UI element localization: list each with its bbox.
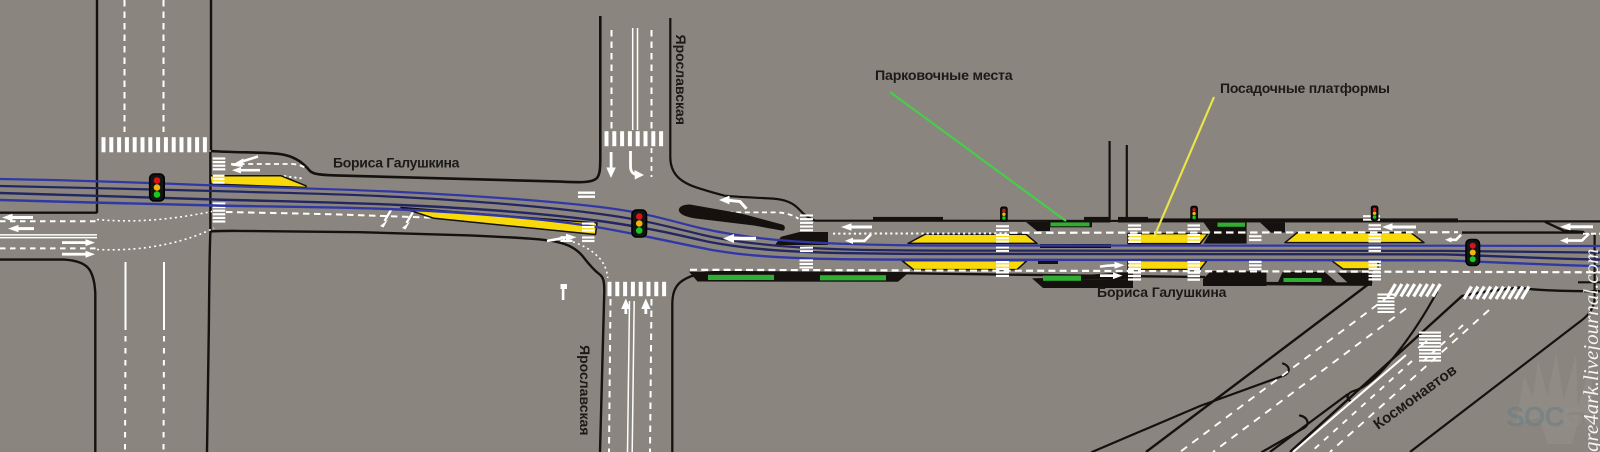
svg-text:Бориса Галушкина: Бориса Галушкина bbox=[1097, 284, 1227, 300]
svg-text:Ярославская: Ярославская bbox=[577, 345, 593, 435]
svg-text:gre4ark.livejournal.com: gre4ark.livejournal.com bbox=[1579, 249, 1600, 452]
svg-text:Ярославская: Ярославская bbox=[673, 35, 689, 125]
svg-text:Посадочные платформы: Посадочные платформы bbox=[1220, 80, 1390, 96]
svg-text:GO: GO bbox=[1562, 401, 1600, 432]
svg-text:Бориса Галушкина: Бориса Галушкина bbox=[333, 155, 460, 171]
svg-text:Парковочные места: Парковочные места bbox=[875, 68, 1013, 84]
svg-text:SOC: SOC bbox=[1506, 401, 1564, 432]
